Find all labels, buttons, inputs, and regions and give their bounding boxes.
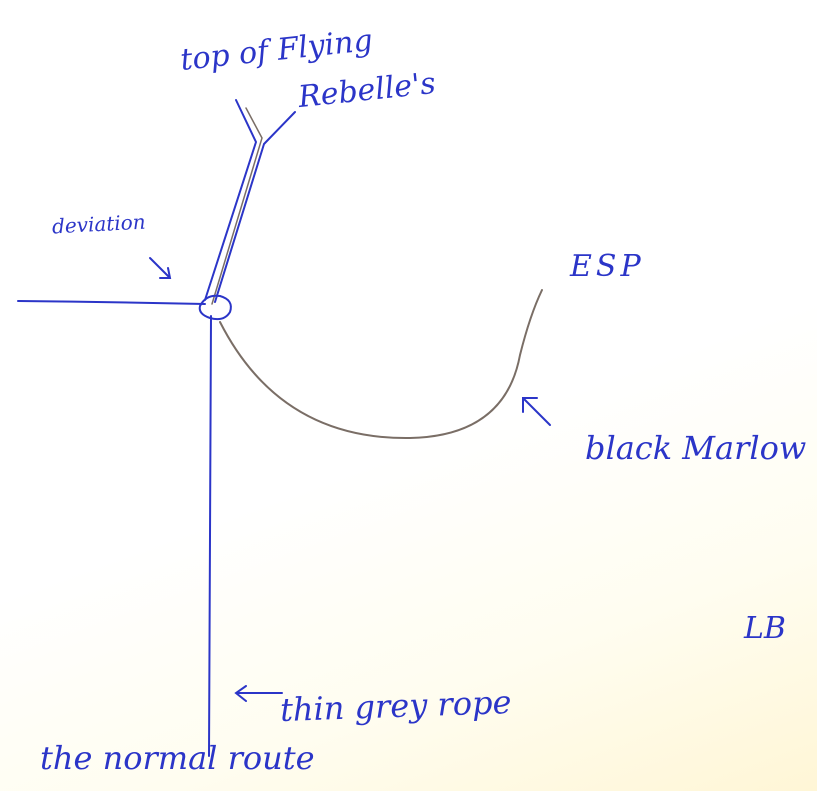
label-esp: ESP [570, 249, 645, 284]
label-black-marlow: black Marlow [585, 429, 807, 467]
black-marlow-arrow [522, 397, 551, 426]
label-thin-grey-rope: thin grey rope [279, 682, 513, 730]
black-marlow-rope [219, 289, 543, 440]
label-normal-route: the normal route [40, 739, 315, 777]
rebelles-line-right [214, 111, 296, 303]
label-initials: LB [744, 611, 786, 646]
junction-loop [198, 294, 232, 321]
approach-line [17, 300, 206, 305]
deviation-arrow [149, 257, 172, 279]
rebelles-line-left [204, 99, 257, 301]
normal-route-line [208, 315, 212, 757]
rope-arrow [234, 685, 283, 702]
label-deviation: deviation [51, 209, 147, 239]
rebelles-rope [211, 107, 263, 305]
